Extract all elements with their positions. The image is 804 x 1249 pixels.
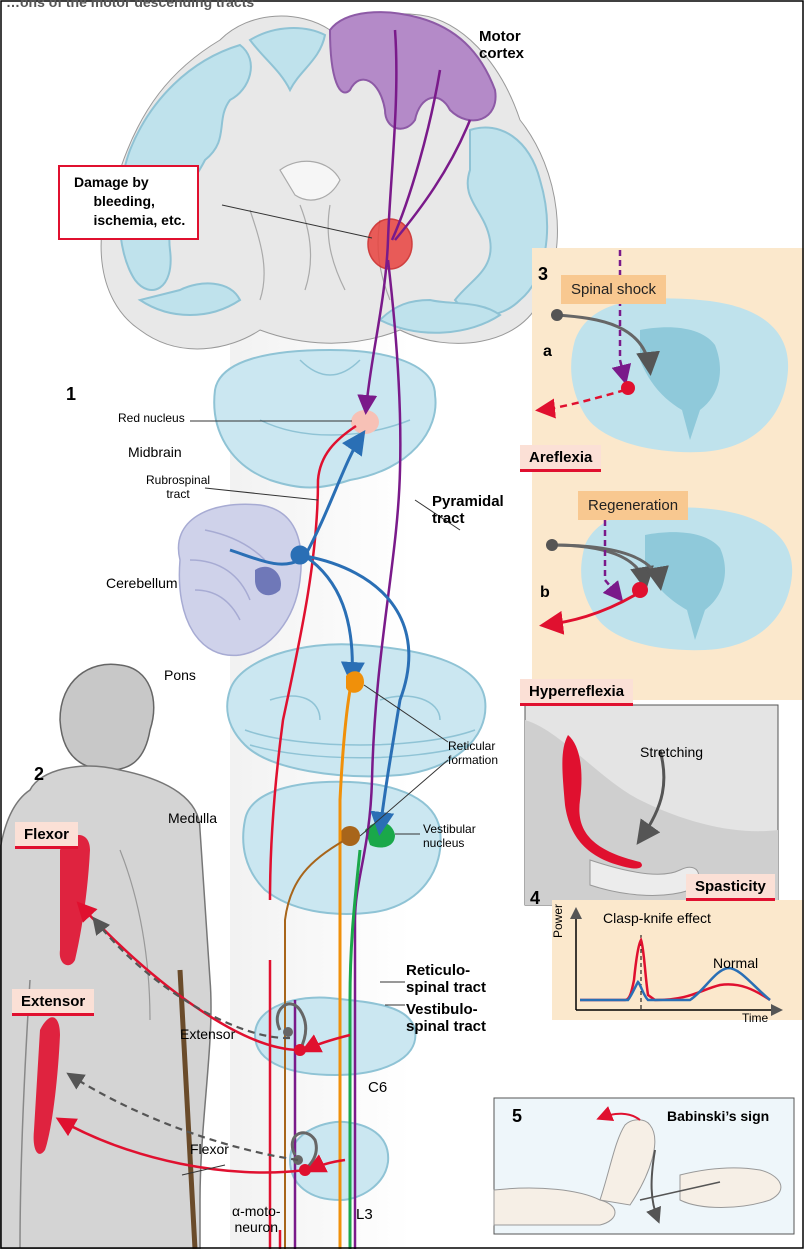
vestibulospinal-label: Vestibulo- spinal tract [406, 1001, 486, 1036]
babinski-title: Babinski’s sign [667, 1108, 769, 1124]
motor-cortex-label: Motor cortex [479, 28, 524, 63]
normal-label: Normal [713, 955, 758, 971]
midbrain-label: Midbrain [128, 444, 182, 460]
red-nucleus-label: Red nucleus [118, 412, 185, 426]
rubrospinal-label: Rubrospinal tract [146, 474, 210, 502]
reticular-formation-label: Reticular formation [448, 740, 498, 768]
header-title: …ons of the motor descending tracts [6, 0, 254, 10]
spasticity-pill: Spasticity [686, 874, 775, 901]
medulla-section [243, 782, 440, 914]
flexor-pill: Flexor [15, 822, 78, 849]
power-axis-label: Power [552, 904, 566, 938]
stretching-label: Stretching [640, 744, 703, 760]
flexor-cord-label: Flexor [190, 1141, 229, 1157]
section-1-number: 1 [66, 384, 76, 405]
panel-4-number: 4 [530, 888, 540, 909]
c6-label: C6 [368, 1079, 387, 1096]
extensor-cord-label: Extensor [180, 1026, 235, 1042]
cerebellum-label: Cerebellum [106, 575, 178, 591]
time-axis-label: Time [742, 1012, 768, 1026]
red-nucleus-shape [351, 410, 379, 434]
panel-5-number: 5 [512, 1106, 522, 1127]
pons-label: Pons [164, 667, 196, 683]
areflexia-pill: Areflexia [520, 445, 601, 472]
clasp-knife-label: Clasp-knife effect [603, 910, 711, 926]
extensor-pill: Extensor [12, 989, 94, 1016]
spinal-shock-label: Spinal shock [561, 275, 666, 304]
panel-3a-letter: a [543, 343, 552, 361]
l3-label: L3 [356, 1206, 373, 1223]
regeneration-label: Regeneration [578, 491, 688, 520]
panel-3-number: 3 [538, 264, 548, 285]
reticulospinal-label: Reticulo- spinal tract [406, 962, 486, 997]
medulla-label: Medulla [168, 810, 217, 826]
damage-label: Damage by bleeding, ischemia, etc. [58, 165, 199, 240]
hyperreflexia-pill: Hyperreflexia [520, 679, 633, 706]
alpha-motoneuron-label: α-moto- neuron [232, 1203, 281, 1235]
panel-3b-letter: b [540, 584, 550, 602]
pyramidal-tract-label: Pyramidal tract [432, 493, 504, 528]
vestibular-nucleus-label: Vestibular nucleus [423, 823, 476, 851]
pons-section [227, 644, 485, 776]
section-2-number: 2 [34, 764, 44, 785]
